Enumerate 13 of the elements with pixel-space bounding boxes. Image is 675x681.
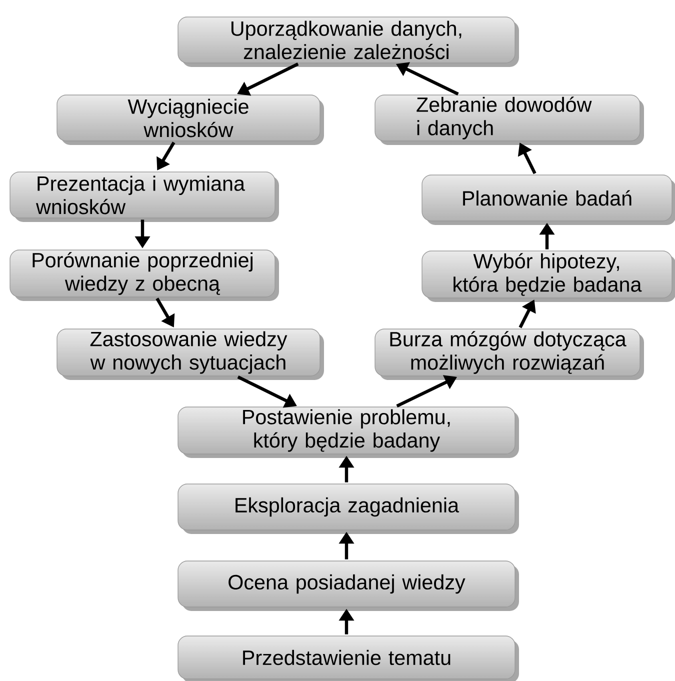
process-box: Zebranie dowodów i danych <box>374 94 644 145</box>
process-box: Przedstawienie tematu <box>178 636 519 681</box>
process-box: Prezentacja i wymiana wniosków <box>10 172 279 222</box>
process-box: Uporządkowanie danych, znalezienie zależności <box>178 16 519 67</box>
process-box: Postawienie problemu, który będzie badany <box>178 406 519 458</box>
process-box: Wyciągniecie wniosków <box>56 94 324 145</box>
process-box: Planowanie badań <box>422 174 675 225</box>
process-box: Porównanie poprzedniej wiedzy z obecną <box>10 250 279 301</box>
process-box: Eksploracja zagadnienia <box>178 484 519 534</box>
process-box: Zastosowanie wiedzy w nowych sytuacjach <box>56 328 324 380</box>
process-box: Burza mózgów dotycząca możliwych rozwiązań <box>374 328 644 380</box>
process-box: Ocena posiadanej wiedzy <box>178 560 519 611</box>
process-box: Wybór hipotezy, która będzie badana <box>422 250 675 302</box>
